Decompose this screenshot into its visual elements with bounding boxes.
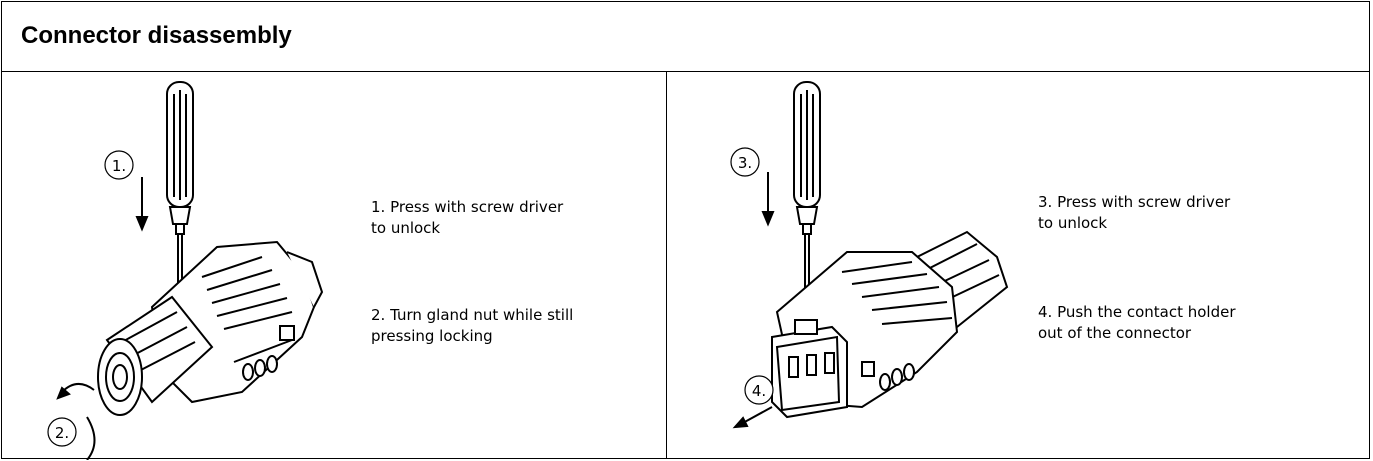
panel-divider [666,72,667,458]
arrow-down-left-icon [732,406,773,429]
instruction-step-2: 2. Turn gland nut while still pressing l… [371,305,573,347]
instruction-step-3: 3. Press with screw driver to unlock [1038,192,1230,234]
instruction-step-2-line-2: pressing locking [371,327,493,345]
svg-text:2.: 2. [55,424,69,442]
step-badge-2: 2. [47,417,77,447]
contact-holder-push-illustration: 3. 4. [730,81,1009,429]
step-badge-3: 3. [730,147,760,177]
svg-text:3.: 3. [738,154,752,172]
panel-step-1-2: 1. 2. 1. Press with screw driver to unlo… [2,72,666,460]
page-title: Connector disassembly [21,22,292,49]
instruction-step-1-line-2: to unlock [371,219,441,237]
step-badge-1: 1. [104,150,134,180]
arrow-down-icon [135,177,149,232]
panel-step-3-4: 3. 4. 3. Press with screw driver to unlo… [667,72,1369,458]
instruction-step-4-line-2: out of the connector [1038,324,1192,342]
instruction-step-3-line-1: 3. Press with screw driver [1038,193,1231,211]
header: Connector disassembly [2,2,1369,72]
instruction-step-2-line-1: 2. Turn gland nut while still [371,306,574,324]
contact-holder [771,319,848,419]
instruction-step-4: 4. Push the contact holder out of the co… [1038,302,1236,344]
instruction-step-3-line-2: to unlock [1038,214,1108,232]
step-badge-4: 4. [744,375,774,405]
instruction-step-4-line-1: 4. Push the contact holder [1038,303,1236,321]
arrow-down-icon [761,172,775,227]
svg-text:1.: 1. [112,157,126,175]
svg-text:4.: 4. [752,382,766,400]
connector-unlock-illustration: 1. 2. [47,81,324,460]
gland-nut [97,295,214,416]
instruction-step-1: 1. Press with screw driver to unlock [371,197,563,239]
screwdriver-icon [793,81,821,307]
rotate-arrow-icon [56,383,96,460]
instruction-step-1-line-1: 1. Press with screw driver [371,198,564,216]
